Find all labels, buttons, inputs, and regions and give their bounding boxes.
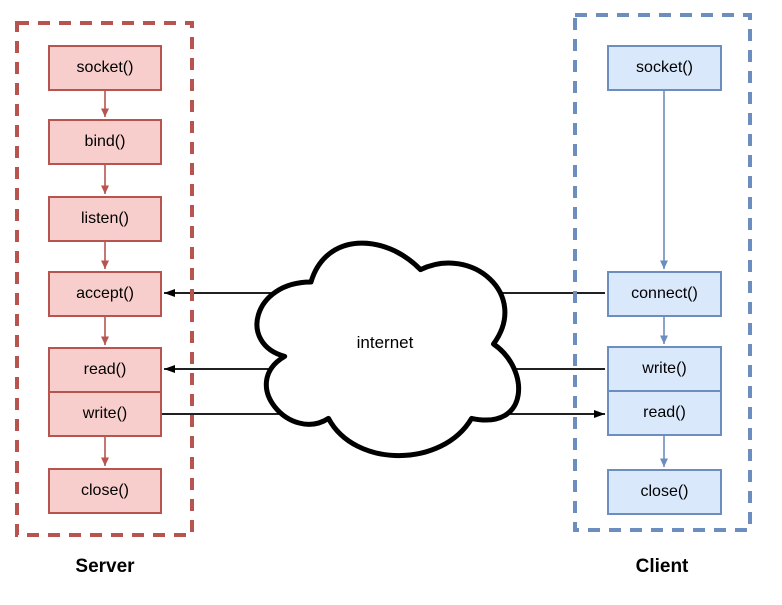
server-column-label: Server [75,556,135,577]
server-write-box: write() [48,391,162,437]
server-listen-box: listen() [48,196,162,242]
client-close-box: close() [607,469,722,515]
server-socket-box: socket() [48,45,162,91]
internet-cloud [254,240,522,458]
server-read-box: read() [48,347,162,393]
server-close-box: close() [48,468,162,514]
server-container-border [15,21,194,537]
client-container-border [573,13,752,532]
client-write-box: write() [607,346,722,392]
server-bind-box: bind() [48,119,162,165]
client-read-box: read() [607,390,722,436]
client-socket-box: socket() [607,45,722,91]
client-connect-box: connect() [607,271,722,317]
internet-cloud-label: internet [356,333,414,352]
server-accept-box: accept() [48,271,162,317]
client-column-label: Client [635,556,689,577]
